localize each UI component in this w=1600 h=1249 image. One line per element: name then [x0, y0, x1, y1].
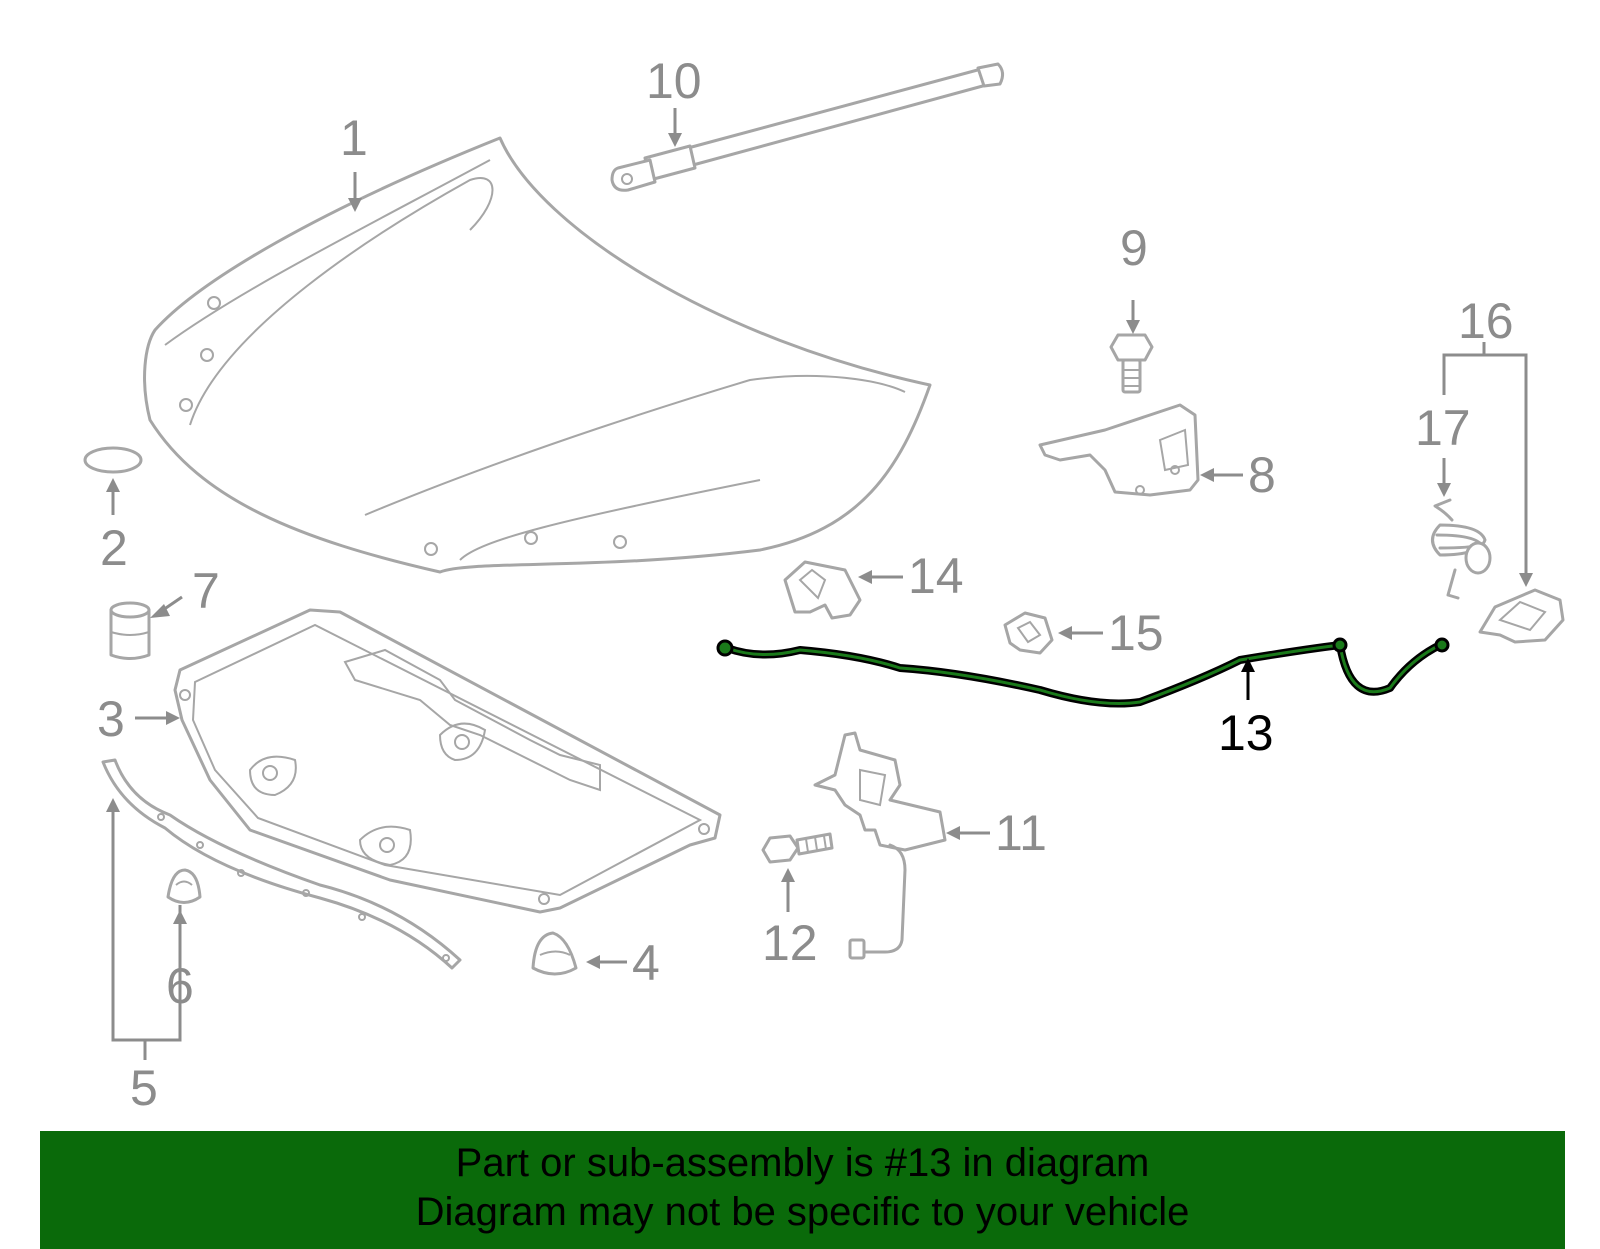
part-7-cushion[interactable]	[109, 601, 151, 660]
callout-8: 8	[1248, 447, 1276, 503]
callout-17: 17	[1415, 400, 1471, 456]
callout-leaders	[106, 108, 1533, 1060]
part-4-hood-cushion[interactable]	[531, 931, 578, 976]
part-16-lock-support[interactable]	[1478, 588, 1565, 644]
callout-labels: 1 2 3 4 5 6 7 8 9 10 11 12 13 14 15 16 1…	[97, 53, 1514, 1116]
part-3-insulator[interactable]	[173, 608, 722, 914]
part-6-clip[interactable]	[166, 868, 202, 904]
part-1-hood[interactable]	[143, 136, 932, 574]
part-10-hood-strut[interactable]	[610, 62, 1005, 192]
part-5-seal-strip[interactable]	[101, 758, 462, 970]
banner-line-1: Part or sub-assembly is #13 in diagram	[455, 1141, 1150, 1185]
callout-3: 3	[97, 691, 125, 747]
callout-12: 12	[762, 915, 818, 971]
part-8-hinge[interactable]	[1038, 403, 1200, 497]
callout-5: 5	[130, 1060, 158, 1116]
part-9-bolt[interactable]	[1109, 333, 1154, 394]
callout-2: 2	[100, 520, 128, 576]
callout-1: 1	[340, 110, 368, 166]
part-2-seal-ring[interactable]	[83, 446, 143, 474]
callout-9: 9	[1120, 220, 1148, 276]
banner-line-2: Diagram may not be specific to your vehi…	[415, 1190, 1190, 1234]
part-11-hood-latch[interactable]	[813, 731, 947, 960]
part-12-bolt[interactable]	[761, 832, 834, 864]
callout-7: 7	[192, 563, 220, 619]
callout-14: 14	[908, 548, 964, 604]
part-14-clip[interactable]	[783, 560, 862, 620]
part-13-release-cable[interactable]	[716, 637, 1450, 708]
callout-6: 6	[166, 958, 194, 1014]
callout-4: 4	[632, 935, 660, 991]
callout-15: 15	[1108, 605, 1164, 661]
info-banner: Part or sub-assembly is #13 in diagram D…	[40, 1131, 1565, 1249]
part-17-spring[interactable]	[1431, 498, 1492, 600]
part-15-clip[interactable]	[1003, 611, 1054, 655]
callout-16: 16	[1458, 293, 1514, 349]
callout-10: 10	[646, 53, 702, 109]
callout-11: 11	[995, 805, 1047, 861]
callout-13: 13	[1218, 705, 1274, 761]
